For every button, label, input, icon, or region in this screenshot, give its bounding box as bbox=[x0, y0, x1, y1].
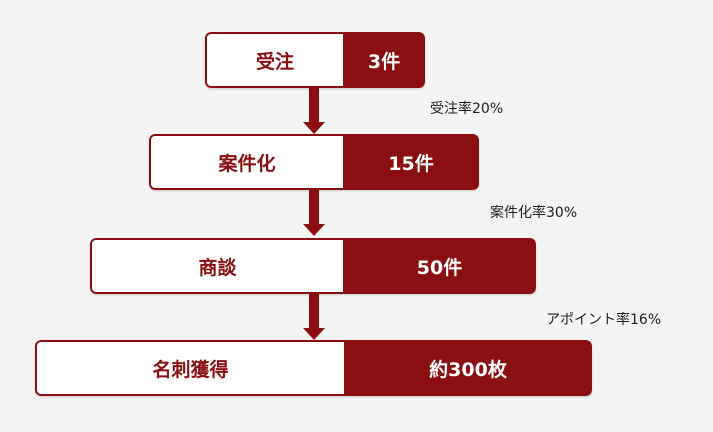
stage-value: 15件 bbox=[343, 134, 479, 190]
stage-value: 3件 bbox=[343, 32, 425, 88]
stage-label: 受注 bbox=[205, 32, 343, 88]
funnel-stage-meetings: 商談 50件 bbox=[90, 238, 536, 294]
stage-label: 案件化 bbox=[149, 134, 343, 190]
funnel-stage-projects: 案件化 15件 bbox=[149, 134, 479, 190]
funnel-stage-business-cards: 名刺獲得 約300枚 bbox=[35, 340, 592, 396]
stage-label: 名刺獲得 bbox=[35, 340, 344, 396]
funnel-stage-orders: 受注 3件 bbox=[205, 32, 425, 88]
down-arrow-icon bbox=[303, 190, 325, 236]
down-arrow-icon bbox=[303, 294, 325, 340]
stage-value: 約300枚 bbox=[344, 340, 592, 396]
conversion-rate: アポイント率16% bbox=[546, 312, 662, 328]
conversion-rate: 受注率20% bbox=[430, 101, 504, 117]
stage-label: 商談 bbox=[90, 238, 343, 294]
conversion-rate: 案件化率30% bbox=[490, 205, 578, 221]
stage-value: 50件 bbox=[343, 238, 536, 294]
down-arrow-icon bbox=[303, 88, 325, 134]
